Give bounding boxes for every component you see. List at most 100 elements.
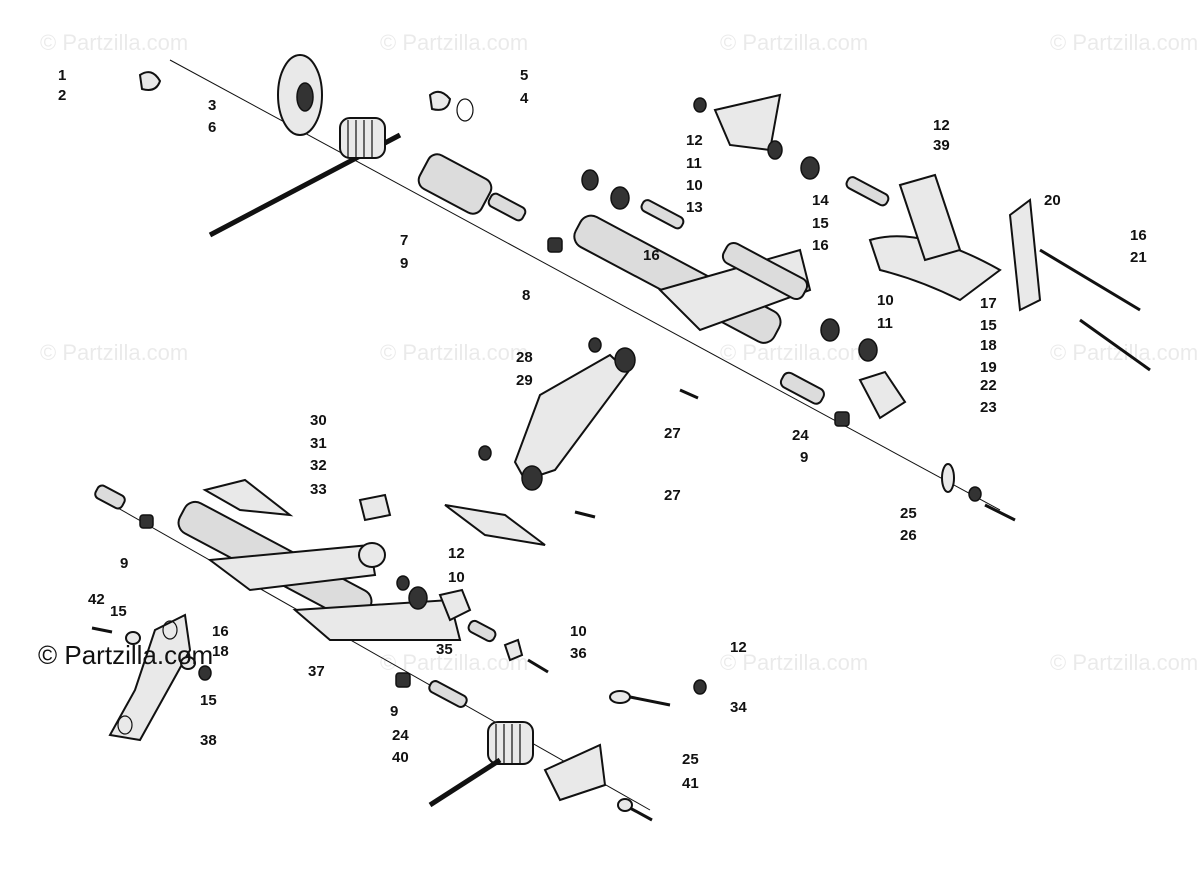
strap-nut	[198, 665, 212, 681]
callout-label: 5	[520, 67, 528, 84]
callout-label: 34	[730, 699, 747, 716]
front-arm-assembly	[91, 478, 707, 822]
callout-label: 22	[980, 377, 997, 394]
rail-bracket	[898, 173, 962, 262]
arm-bushing	[581, 169, 599, 191]
spring-arm	[428, 757, 502, 808]
end-bolt	[984, 503, 1016, 522]
end-washer-small	[968, 486, 982, 502]
strap-washer	[125, 631, 141, 645]
callout-label: 38	[200, 732, 217, 749]
watermark-text: © Partzilla.com	[380, 650, 528, 675]
callout-label: 40	[392, 749, 409, 766]
callout-label: 32	[310, 457, 327, 474]
callout-label: 16	[643, 247, 660, 264]
watermark-text: © Partzilla.com	[1050, 650, 1198, 675]
callout-label: 23	[980, 399, 997, 416]
strap-eye	[162, 620, 178, 640]
limiter-strap	[108, 613, 192, 742]
bushing-clip	[503, 638, 524, 662]
callout-label: 15	[200, 692, 217, 709]
anchor-bolt	[629, 806, 653, 822]
shock-nut	[478, 445, 492, 461]
torsion-spring-top	[339, 117, 386, 159]
callout-label: 33	[310, 481, 327, 498]
assembly-axis-line	[169, 59, 1001, 511]
callout-label: 16	[212, 623, 229, 640]
callout-label: 25	[900, 505, 917, 522]
axle-sleeve	[417, 153, 493, 215]
bracket-locknut	[693, 97, 707, 113]
strap-bolt	[91, 626, 113, 634]
callout-label: 18	[980, 337, 997, 354]
arm-spacer	[610, 186, 630, 210]
callout-label: 24	[792, 427, 809, 444]
long-bolt	[1039, 248, 1141, 312]
callout-labels: 1 2 3 6 5 4 12 11 10 14 13 12 39 15 16 1…	[58, 67, 1147, 792]
shock-bolt	[574, 510, 596, 519]
shock-lower-eye	[521, 465, 543, 491]
callout-label: 11	[877, 315, 893, 332]
arm-crossbar	[721, 241, 809, 301]
front-arm-right	[292, 598, 462, 641]
rail-spacer	[820, 318, 840, 342]
slide-rail-mount	[868, 235, 1002, 302]
axle-sleeve-short	[779, 371, 825, 405]
callout-label: 9	[390, 703, 398, 720]
watermark-text: © Partzilla.com	[40, 340, 188, 365]
callout-label: 12	[448, 545, 465, 562]
arm-clamp	[358, 542, 386, 568]
callout-label: 35	[436, 641, 453, 658]
axle-cap	[139, 514, 154, 529]
callout-label: 9	[400, 255, 408, 272]
watermark-text: © Partzilla.com	[720, 30, 868, 55]
callout-label: 14	[812, 192, 829, 209]
spring-anchor-bracket	[543, 743, 607, 802]
callout-label: 19	[980, 359, 997, 376]
flat-washer	[456, 98, 474, 122]
pivot-pin	[845, 176, 890, 207]
spacer-bushing	[428, 90, 452, 111]
callout-label: 27	[664, 487, 681, 504]
shock-upper-eye	[614, 347, 636, 373]
upper-mount-bracket	[713, 93, 782, 152]
callout-label: 9	[800, 449, 808, 466]
axle-cap	[547, 237, 563, 253]
limiter-clamp	[358, 493, 392, 522]
callout-label: 41	[682, 775, 699, 792]
callout-label: 13	[686, 199, 703, 216]
callout-label: 39	[933, 137, 950, 154]
callout-label: 15	[980, 317, 997, 334]
end-washer	[941, 463, 955, 493]
callout-label: 12	[730, 639, 747, 656]
shock-absorber	[513, 353, 630, 482]
arm-spacer	[408, 586, 428, 610]
shock-bolt	[679, 388, 699, 400]
callout-label: 4	[520, 90, 529, 107]
callout-label: 29	[516, 372, 533, 389]
callout-label: 36	[570, 645, 587, 662]
watermark-text: © Partzilla.com	[1050, 30, 1198, 55]
callout-label: 12	[686, 132, 703, 149]
long-bolt	[1079, 318, 1151, 372]
callout-label: 25	[682, 751, 699, 768]
callout-label: 2	[58, 87, 66, 104]
callout-label: 26	[900, 527, 917, 544]
bracket-nut	[767, 140, 783, 160]
callout-label: 30	[310, 412, 327, 429]
watermark-text: © Partzilla.com	[720, 650, 868, 675]
callout-label: 8	[522, 287, 530, 304]
axle-bushing	[487, 192, 527, 222]
callout-label: 1	[58, 67, 66, 84]
strap-washer	[180, 656, 196, 670]
wheel-bushing	[138, 71, 162, 91]
callout-label: 11	[686, 155, 702, 172]
callout-label: 10	[686, 177, 703, 194]
assembly-axis-line	[94, 494, 651, 811]
pivot-pin	[640, 199, 685, 230]
callout-label: 15	[812, 215, 829, 232]
pivot-pin	[94, 484, 126, 510]
anchor-washer	[617, 798, 633, 812]
callout-label: 15	[110, 603, 127, 620]
shock-mount-plate	[444, 504, 546, 546]
